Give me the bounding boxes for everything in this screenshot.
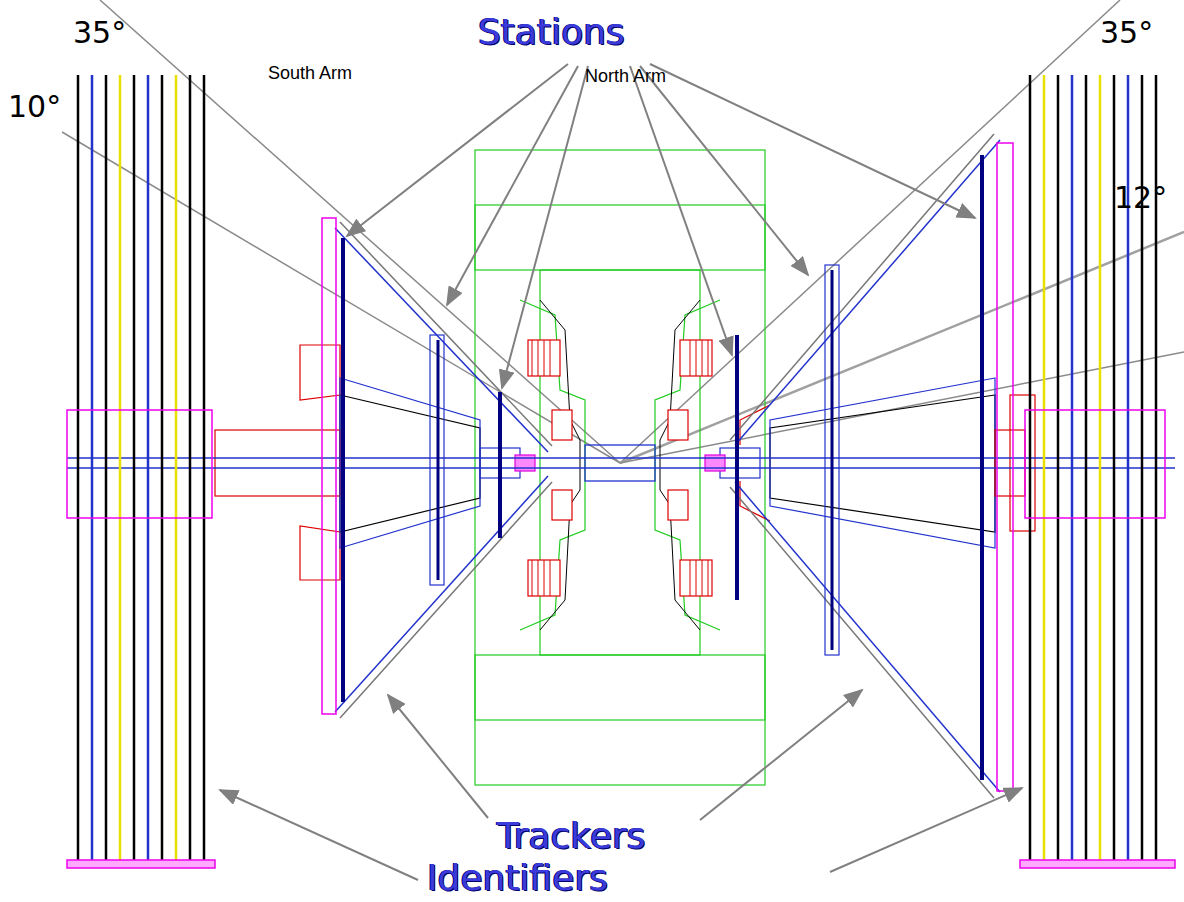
arm-label: South Arm (268, 64, 352, 84)
angle-label: 12° (1114, 181, 1167, 214)
angle-label: 10° (8, 90, 61, 123)
callout-label: Identifiers (427, 858, 608, 898)
arm-label: North Arm (585, 67, 666, 87)
angle-label: 35° (73, 16, 126, 49)
callout-label: Stations (478, 12, 625, 52)
angle-label: 35° (1100, 16, 1153, 49)
callout-label: Trackers (497, 816, 646, 856)
